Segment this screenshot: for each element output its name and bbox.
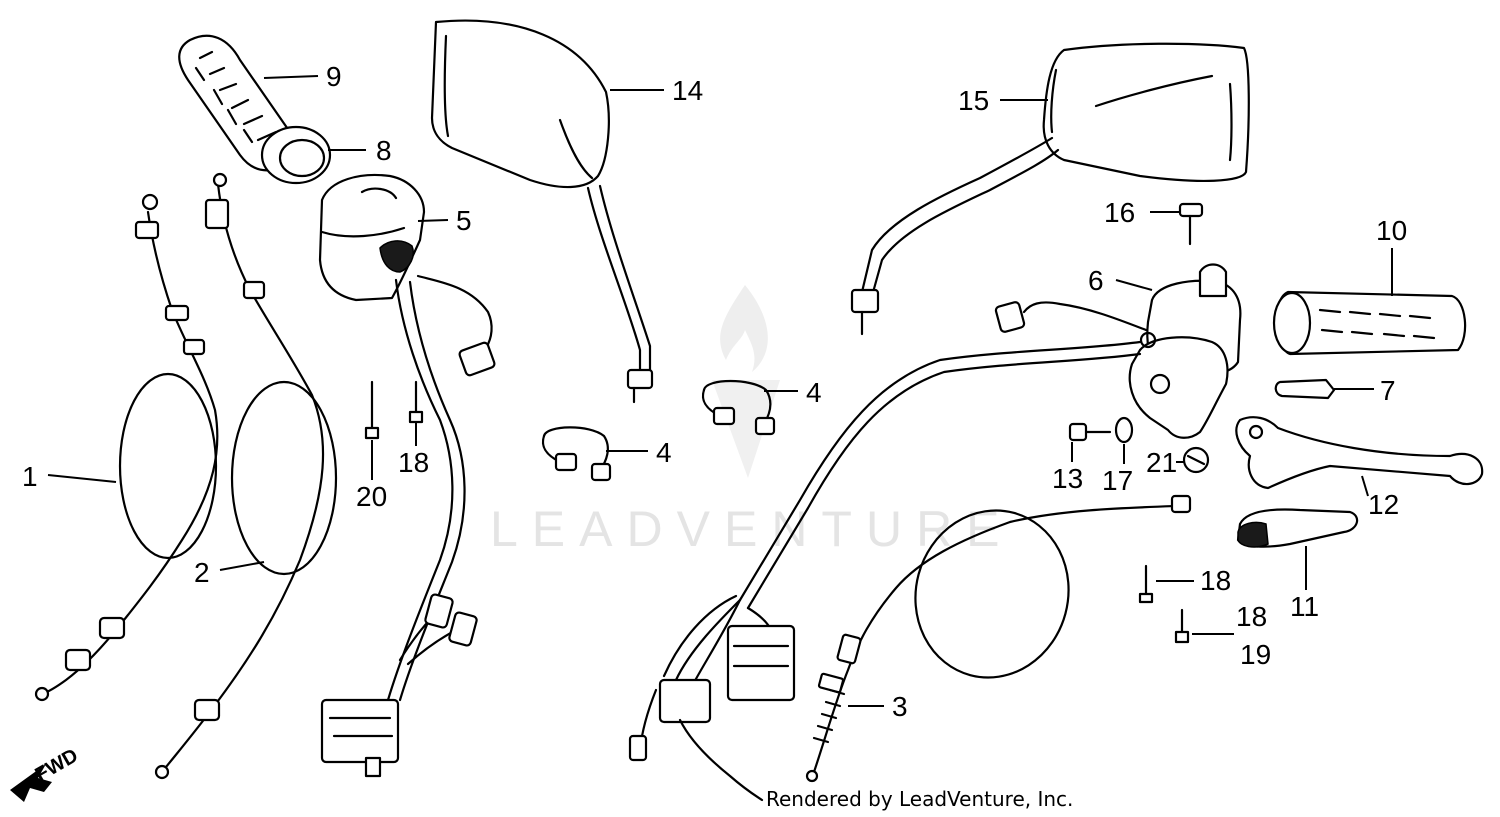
callout-4b: 4 — [806, 377, 822, 408]
clamp-4b — [701, 380, 776, 436]
callout-18c: 18 — [1236, 601, 1267, 632]
callout-14: 14 — [672, 75, 703, 106]
watermark-text: LEADVENTURE — [490, 501, 1014, 557]
callout-2: 2 — [194, 557, 210, 588]
callout-10: 10 — [1376, 215, 1407, 246]
callout-12: 12 — [1368, 489, 1399, 520]
bolt-13 — [1068, 422, 1112, 442]
arrow-left-down-icon — [10, 764, 52, 802]
screw-19 — [1174, 608, 1190, 644]
watermark: LEADVENTURE — [490, 285, 1014, 557]
left-switch-harness — [320, 274, 496, 778]
throttle-cable-1 — [34, 193, 219, 702]
callout-4a: 4 — [656, 437, 672, 468]
grip-10 — [1272, 290, 1467, 356]
callout-16: 16 — [1104, 197, 1135, 228]
screw-20 — [364, 380, 380, 440]
callout-20: 20 — [356, 481, 387, 512]
leader-lines — [47, 75, 1393, 707]
lever-12 — [1235, 416, 1484, 490]
mirror-15 — [850, 42, 1250, 336]
screw-18a — [408, 380, 424, 424]
throttle-pipe-8 — [260, 125, 332, 185]
callout-9: 9 — [326, 61, 342, 92]
washer-17 — [1114, 416, 1134, 444]
left-switch-housing-5 — [318, 173, 426, 302]
right-switch-housing-6 — [1128, 263, 1242, 439]
throttle-grip-9 — [178, 34, 296, 172]
throttle-cable-2 — [154, 172, 338, 780]
callout-19: 19 — [1240, 639, 1271, 670]
clamp-4a — [541, 426, 612, 482]
footer-credit: Rendered by LeadVenture, Inc. — [766, 787, 1073, 811]
callout-15: 15 — [958, 85, 989, 116]
clutch-cable-3 — [805, 494, 1192, 783]
callout-17: 17 — [1102, 465, 1133, 496]
callout-5: 5 — [456, 205, 472, 236]
screw-18b — [1138, 564, 1154, 604]
callout-18a: 18 — [398, 447, 429, 478]
right-switch-harness — [628, 301, 1148, 802]
screw-16 — [1178, 202, 1204, 246]
callout-11: 11 — [1290, 591, 1319, 622]
callout-1: 1 — [22, 461, 38, 492]
lever-cover-11 — [1236, 508, 1359, 548]
fwd-label: FWD — [32, 745, 82, 787]
callout-13: 13 — [1052, 463, 1083, 494]
callouts: 1 2 3 4 4 5 6 7 8 9 10 11 12 13 14 15 16… — [22, 61, 1407, 722]
direction-marker: FWD — [10, 745, 82, 802]
callout-6: 6 — [1088, 265, 1104, 296]
nut-21 — [1182, 446, 1210, 474]
callout-3: 3 — [892, 691, 908, 722]
callout-7: 7 — [1380, 375, 1396, 406]
mirror-14 — [430, 19, 654, 404]
callout-8: 8 — [376, 135, 392, 166]
callout-21: 21 — [1146, 447, 1177, 478]
callout-18b: 18 — [1200, 565, 1231, 596]
pivot-bolt-7 — [1274, 378, 1336, 400]
